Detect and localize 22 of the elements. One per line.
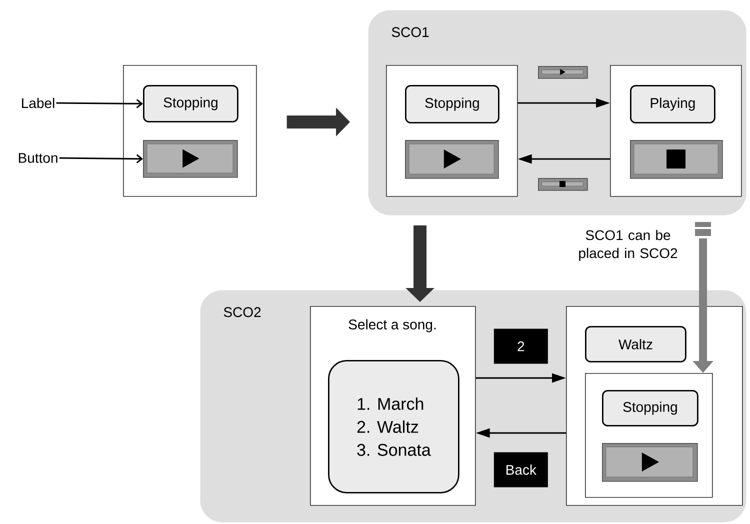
label-widget: Stopping: [602, 390, 698, 426]
label-widget: Waltz: [585, 326, 686, 362]
label-widget: Stopping: [405, 85, 500, 124]
stop-button: [538, 178, 588, 191]
stop-button: [630, 140, 723, 179]
arrow: [59, 154, 144, 164]
play-button: [143, 140, 238, 178]
play-button: [602, 443, 698, 482]
edge-label: 2: [494, 328, 548, 364]
edge-label: Back: [494, 452, 548, 488]
group-title: SCO2: [224, 307, 261, 318]
callout-text: Label: [22, 98, 54, 108]
play-button: [405, 140, 499, 179]
label-widget: Stopping: [143, 85, 238, 122]
song-list: 1. March 2. Waltz 3. Sonata: [328, 360, 460, 494]
callout-text: Button: [18, 153, 58, 163]
play-button: [538, 66, 588, 79]
arrow: [56, 99, 144, 108]
group-title: SCO1: [392, 27, 429, 38]
label-widget: Playing: [630, 85, 716, 124]
screen-heading: Select a song.: [348, 319, 436, 332]
edge-label: SCO1 can be placed in SCO2: [571, 228, 685, 262]
